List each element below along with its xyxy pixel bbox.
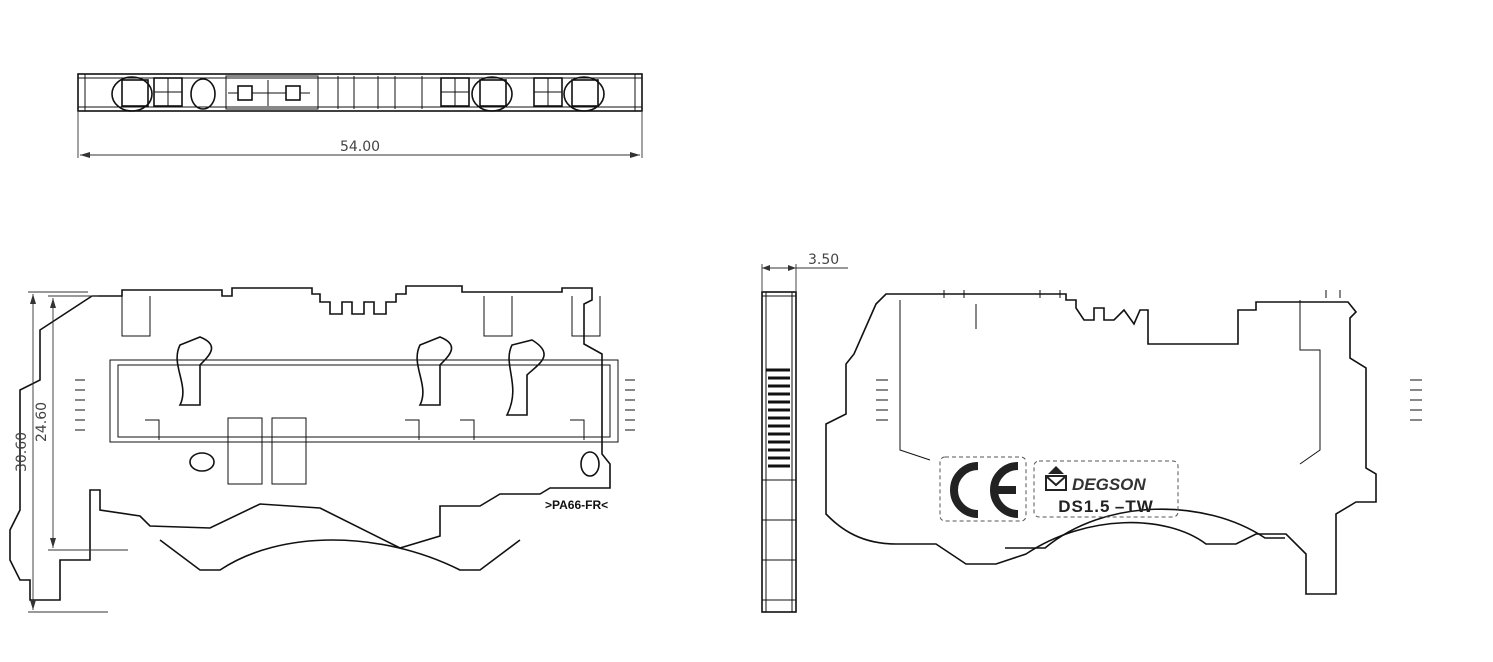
top-view xyxy=(77,73,643,112)
material-label: >PA66-FR< xyxy=(545,498,608,512)
dimension-rail-height-label: 24.60 xyxy=(34,402,50,442)
rear-view: DEGSON DS1.5 –TW xyxy=(825,290,1422,595)
dimension-thickness: 3.50 xyxy=(761,252,848,292)
dimension-thickness-label: 3.50 xyxy=(808,252,839,268)
ce-mark-logo xyxy=(950,462,1019,518)
dimension-length: 54.00 xyxy=(77,112,643,158)
front-view: >PA66-FR< xyxy=(9,285,635,601)
dimension-heights: 30.60 24.60 xyxy=(14,291,128,613)
dimension-length-label: 54.00 xyxy=(340,139,380,155)
side-view xyxy=(761,291,797,613)
model-label: DS1.5 –TW xyxy=(1058,497,1154,516)
dimension-total-height-label: 30.60 xyxy=(14,432,30,472)
degson-logo-icon xyxy=(1045,466,1067,491)
brand-label: DEGSON xyxy=(1072,475,1146,494)
